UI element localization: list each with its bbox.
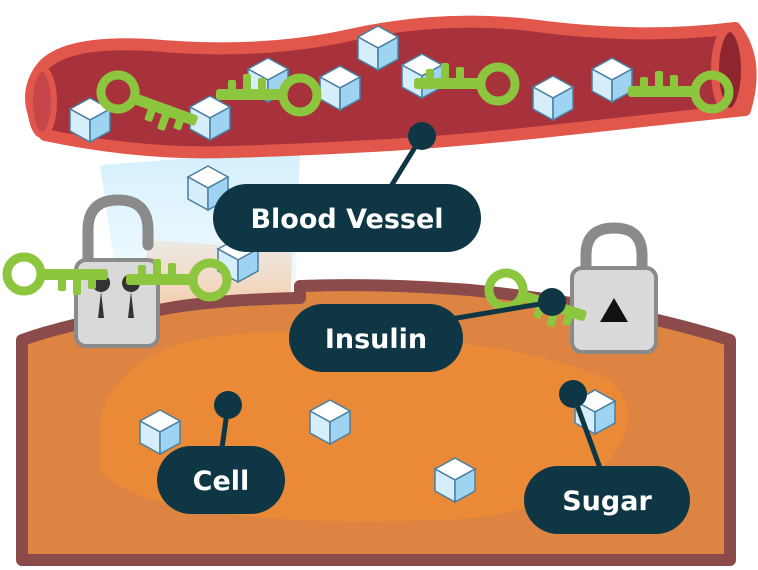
label-blood-vessel: Blood Vessel bbox=[213, 122, 481, 252]
sugar-label: Sugar bbox=[562, 486, 652, 517]
label-sugar: Sugar bbox=[524, 380, 690, 534]
cell-label: Cell bbox=[193, 466, 250, 497]
blood-vessel-label: Blood Vessel bbox=[250, 204, 443, 235]
closed-padlock-icon bbox=[570, 222, 658, 354]
label-cell: Cell bbox=[157, 391, 285, 514]
insulin-label: Insulin bbox=[325, 324, 427, 355]
label-insulin: Insulin bbox=[289, 288, 566, 372]
